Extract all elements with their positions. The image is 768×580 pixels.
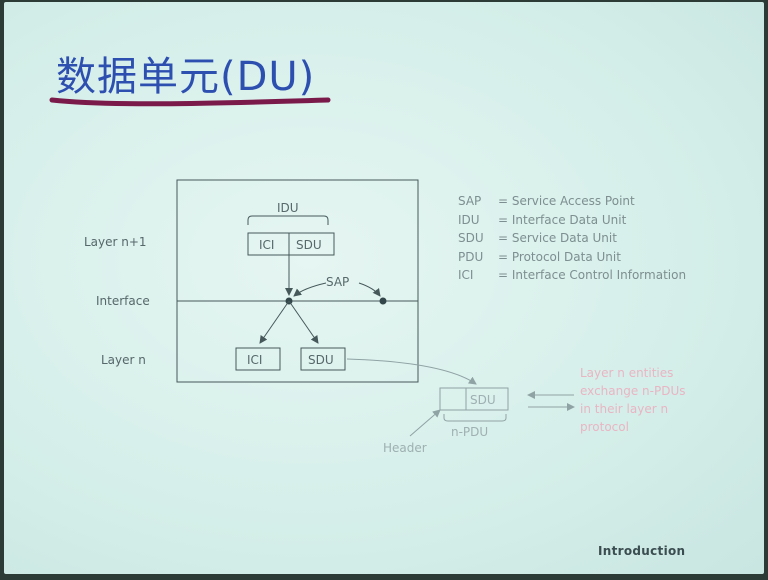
idu-label: IDU <box>277 201 299 215</box>
lower-sdu-box <box>300 347 346 371</box>
npdu-brace <box>443 414 507 422</box>
header-label: Header <box>383 441 427 455</box>
legend-row: SAP= Service Access Point <box>458 194 635 208</box>
layer-n-label: Layer n <box>101 353 146 367</box>
du-diagram: Layer n+1 Interface Layer n IDU ICI SDU … <box>84 179 575 455</box>
title-underline <box>49 97 331 107</box>
sap-point-right <box>379 297 387 305</box>
slide-title: 数据单元(DU) <box>56 54 316 100</box>
layers-frame <box>176 179 419 383</box>
legend-row: PDU= Protocol Data Unit <box>458 249 621 264</box>
sap-label: SAP <box>326 275 349 289</box>
npdu-sdu-label: SDU <box>470 393 496 407</box>
abbreviation-legend: SAP= Service Access Point IDU= Interface… <box>458 194 686 287</box>
legend-row: IDU= Interface Data Unit <box>458 212 627 227</box>
npdu-label: n-PDU <box>451 425 488 439</box>
slide-footer: Introduction <box>598 544 686 558</box>
lower-sdu-label: SDU <box>308 353 334 367</box>
interface-label: Interface <box>96 294 150 308</box>
idu-box <box>247 232 335 256</box>
legend-row: SDU= Service Data Unit <box>458 231 617 245</box>
pdu-exchange-note: Layer n entities exchange n-PDUs in thei… <box>580 366 686 434</box>
upper-sdu-label: SDU <box>296 238 322 252</box>
legend-row: ICI= Interface Control Information <box>458 268 687 282</box>
upper-ici-label: ICI <box>259 238 274 252</box>
layer-n-plus-1-label: Layer n+1 <box>84 235 147 249</box>
npdu-box <box>439 387 509 411</box>
idu-brace <box>247 215 329 225</box>
lower-ici-box <box>235 347 281 371</box>
lower-ici-label: ICI <box>247 353 262 367</box>
slide: 数据单元(DU) Layer n+1 Interface Layer n IDU… <box>4 2 764 574</box>
